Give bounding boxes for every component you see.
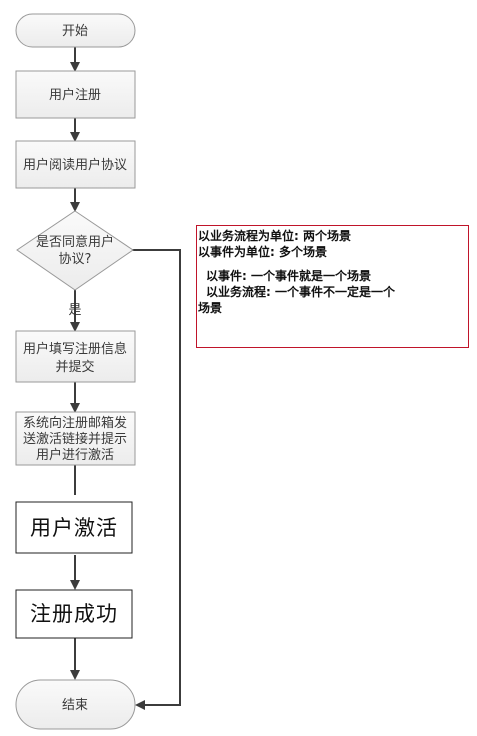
fill-info-label-line2: 并提交 — [55, 359, 94, 375]
arrow-decision-no-to-end — [132, 249, 181, 710]
read-agreement-node — [15, 140, 136, 189]
register-label: 用户注册 — [49, 87, 101, 103]
success-node — [15, 589, 133, 639]
activate-node — [15, 501, 133, 554]
decision-label-line2: 协议? — [59, 252, 92, 267]
end-label: 结束 — [62, 698, 88, 713]
read-agreement-label: 用户阅读用户协议 — [23, 157, 127, 173]
decision-label-line1: 是否同意用户 — [36, 234, 114, 250]
send-email-label-line3: 用户进行激活 — [36, 447, 114, 463]
yes-label: 是 — [68, 303, 81, 318]
activate-label: 用户激活 — [30, 516, 118, 540]
register-node — [15, 70, 136, 119]
connectors — [70, 47, 181, 710]
start-node — [15, 13, 136, 48]
end-node — [15, 679, 136, 730]
send-email-label-line1: 系统向注册邮箱发 — [23, 415, 127, 431]
decision-node — [16, 210, 134, 291]
send-email-label-line2: 送激活链接并提示 — [23, 431, 127, 447]
annotation-note: 以业务流程为单位: 两个场景 以事件为单位: 多个场景 以事件: 一个事件就是一… — [196, 225, 469, 348]
fill-info-label-line1: 用户填写注册信息 — [23, 341, 127, 357]
note-line-5: 场景 — [198, 301, 223, 315]
note-line-1: 以业务流程为单位: 两个场景 — [198, 229, 351, 243]
success-label: 注册成功 — [30, 602, 118, 626]
send-email-node — [15, 411, 136, 466]
note-line-2: 以事件为单位: 多个场景 — [198, 245, 327, 259]
start-label: 开始 — [62, 24, 88, 39]
fill-info-node — [15, 330, 136, 383]
note-line-4: 以业务流程: 一个事件不一定是一个 — [206, 285, 395, 299]
note-line-3: 以事件: 一个事件就是一个场景 — [206, 269, 371, 283]
